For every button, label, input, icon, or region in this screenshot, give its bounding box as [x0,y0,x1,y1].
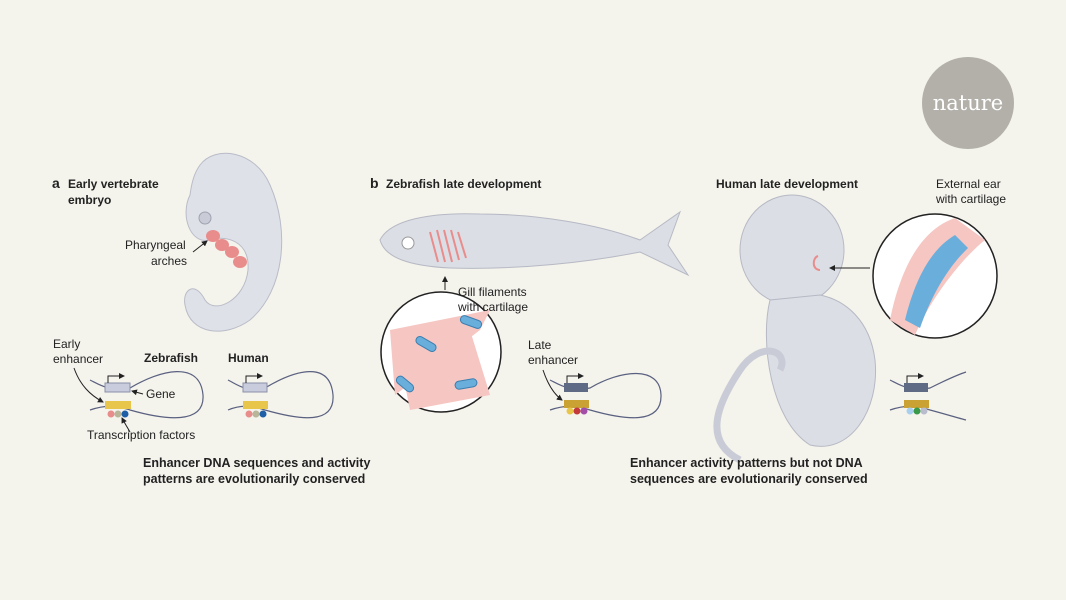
caption-a-1: Enhancer DNA sequences and activity [143,456,371,470]
arches-label-1: Pharyngeal [125,238,186,252]
panel-a-title-2: embryo [68,193,112,207]
gill-filaments-magnified [380,291,502,413]
human-fetus-illustration [713,194,877,464]
gene-label: Gene [146,387,176,401]
ear-cartilage-magnified [872,213,998,339]
arches-label-2: arches [151,254,188,268]
caption-b-2: sequences are evolutionarily conserved [630,472,868,486]
transcription-factors-label: Transcription factors [87,428,196,442]
panel-a-title-1: Early vertebrate [68,177,159,191]
panel-b-title: Zebrafish late development [386,177,542,191]
zebrafish-illustration [379,210,690,277]
panel-b-letter: b [370,175,379,191]
dna-loop-human-early [227,371,334,419]
zebrafish-label: Zebrafish [144,351,199,365]
human-late-title: Human late development [716,177,859,191]
late-enhancer-label-2: enhancer [528,353,579,367]
panel-a-letter: a [52,175,60,191]
gill-label-2: with cartilage [458,300,529,314]
early-enhancer-label-2: enhancer [53,352,104,366]
late-enhancer-label-1: Late [528,338,552,352]
ear-label-1: External ear [936,177,1001,191]
early-enhancer-label-1: Early [53,337,81,351]
dna-loop-human-late [889,371,967,421]
caption-b-1: Enhancer activity patterns but not DNA [630,456,863,470]
ear-label-2: with cartilage [936,192,1007,206]
human-label: Human [228,351,269,365]
nature-logo: nature [922,57,1014,149]
gill-label-1: Gill filaments [458,285,527,299]
caption-a-2: patterns are evolutionarily conserved [143,472,366,486]
embryo-illustration [184,152,283,332]
